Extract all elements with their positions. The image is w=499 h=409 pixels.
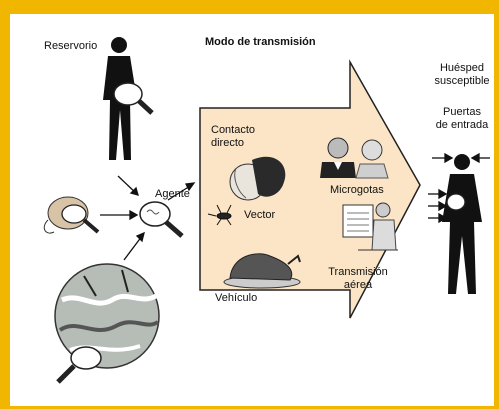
direct-contact-line2: directo <box>211 137 255 150</box>
entry-label: Puertas de entrada <box>432 106 492 132</box>
host-label: Huésped susceptible <box>432 62 492 88</box>
direct-contact-line1: Contacto <box>211 124 255 137</box>
agent-label: Agente <box>155 188 190 201</box>
landscape-icon <box>55 264 159 368</box>
agent-magnifying-glass-icon <box>140 202 182 236</box>
rodent-icon <box>44 197 98 233</box>
airborne-line2: aérea <box>322 279 394 292</box>
diagram-title: Modo de transmisión <box>205 36 316 49</box>
reservoir-label: Reservorio <box>44 40 97 53</box>
vector-label: Vector <box>244 209 275 222</box>
host-label-line2: susceptible <box>432 75 492 88</box>
direct-contact-label: Contacto directo <box>211 124 255 150</box>
entry-label-line2: de entrada <box>432 119 492 132</box>
host-label-line1: Huésped <box>432 62 492 75</box>
vehicle-label: Vehículo <box>215 292 257 305</box>
droplets-label: Microgotas <box>330 184 384 197</box>
host-magnifying-glass-icon <box>447 194 465 210</box>
airborne-line1: Transmisión <box>322 266 394 279</box>
reservoir-to-agent-arrows <box>100 176 144 260</box>
host-person-silhouette-icon <box>442 154 482 294</box>
airborne-label: Transmisión aérea <box>322 266 394 292</box>
entry-label-line1: Puertas <box>432 106 492 119</box>
landscape-magnifying-glass-icon <box>58 347 101 382</box>
